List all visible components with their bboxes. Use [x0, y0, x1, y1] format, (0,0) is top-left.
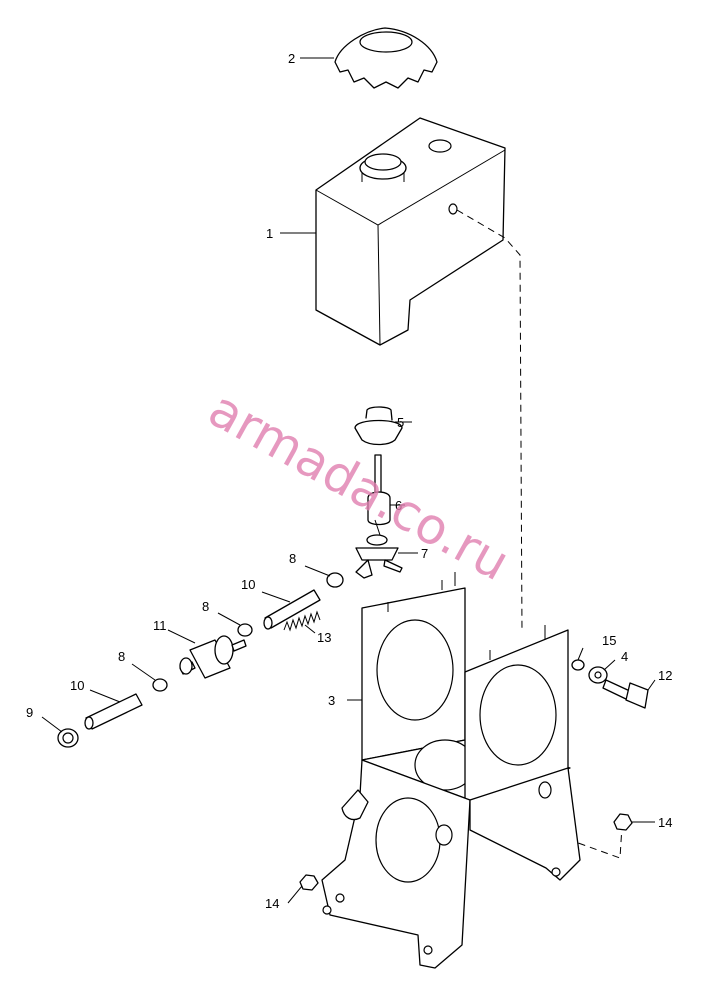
callout-9: 9: [26, 705, 33, 720]
bolt-part-12: [602, 679, 649, 709]
nut-right-part-14: [613, 813, 633, 831]
callout-15: 15: [602, 633, 616, 648]
fuel-filter-part-11: [179, 635, 247, 679]
callout-11: 11: [153, 618, 167, 633]
callout-8-lower: 8: [118, 649, 125, 664]
callout-10-lower: 10: [70, 678, 84, 693]
clamp-middle-part-8: [237, 623, 253, 637]
clip-part-9: [57, 728, 79, 748]
grommet-part-5: [354, 406, 403, 446]
callout-1: 1: [266, 226, 273, 241]
washer-part-15: [571, 659, 585, 671]
bolt-line-dashed: [555, 825, 623, 859]
callout-2: 2: [288, 51, 295, 66]
callout-3: 3: [328, 693, 335, 708]
fuel-valve-part-7: [355, 534, 403, 579]
callout-6: 6: [395, 498, 402, 513]
callout-8-middle: 8: [202, 599, 209, 614]
callout-8-upper: 8: [289, 551, 296, 566]
clamp-lower-part-8: [152, 678, 168, 692]
fuel-line-dashed: [456, 209, 523, 633]
fuel-tank-part-1: [315, 117, 506, 346]
callout-12: 12: [658, 668, 672, 683]
hose-upper-part-10: [263, 589, 321, 630]
washer-part-4: [588, 666, 608, 684]
tank-bracket-part-3: [321, 572, 581, 969]
fuel-cap-part-2: [334, 27, 438, 89]
callout-13: 13: [317, 630, 331, 645]
callout-7: 7: [421, 546, 428, 561]
callout-14-right: 14: [658, 815, 672, 830]
nut-left-part-14: [299, 874, 319, 891]
callout-10-upper: 10: [241, 577, 255, 592]
callout-14-left: 14: [265, 896, 279, 911]
watermark: armada.co.ru: [199, 380, 519, 592]
spring-part-13: [283, 610, 321, 632]
fuel-pickup-part-6: [367, 454, 391, 536]
clamp-upper-part-8: [326, 572, 344, 588]
callout-4: 4: [621, 649, 628, 664]
callout-5: 5: [397, 415, 404, 430]
leader-lines: [41, 57, 656, 904]
